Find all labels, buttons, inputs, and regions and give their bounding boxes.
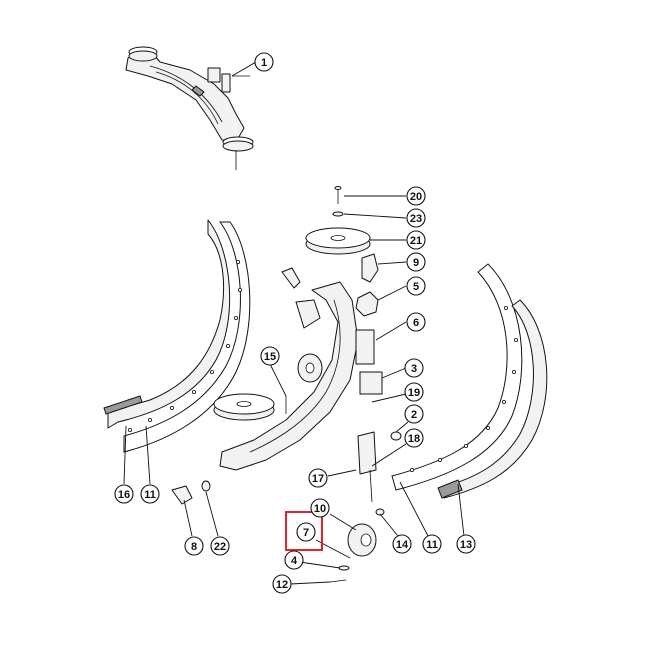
callout-label: 8 [191, 541, 197, 553]
sleeve-22 [201, 480, 211, 492]
screw-20 [334, 186, 342, 204]
left-squeegee-blade[interactable] [103, 219, 251, 453]
callout-10[interactable]: 10 [310, 498, 330, 518]
knob-8 [171, 485, 193, 505]
assembly-squeegee-frame[interactable] [125, 46, 254, 170]
highlight-box [285, 511, 323, 551]
callout-label: 6 [413, 317, 419, 329]
wheel-assembly [297, 353, 323, 383]
lever-part [281, 267, 301, 289]
nut-14 [375, 508, 385, 516]
callout-label: 4 [291, 555, 298, 567]
callout-17[interactable]: 17 [308, 468, 328, 488]
washer-4 [338, 565, 350, 571]
rubber-disc-left[interactable] [213, 393, 275, 421]
callout-21[interactable]: 21 [406, 230, 426, 250]
callout-label: 13 [460, 539, 472, 551]
nut-2 [390, 431, 402, 441]
bolt-12 [329, 579, 347, 583]
callout-label: 9 [413, 257, 419, 269]
callout-15[interactable]: 15 [260, 346, 280, 366]
callout-label: 19 [408, 387, 420, 399]
callout-4[interactable]: 4 [284, 550, 304, 570]
callout-20[interactable]: 20 [406, 186, 426, 206]
callout-13[interactable]: 13 [456, 534, 476, 554]
callout-label: 12 [276, 579, 288, 591]
knob-9 [361, 253, 379, 283]
callout-label: 16 [118, 489, 130, 501]
callout-9[interactable]: 9 [406, 252, 426, 272]
callout-label: 21 [410, 235, 422, 247]
washer-23 [332, 211, 344, 217]
wheel-10[interactable] [347, 523, 377, 557]
callout-label: 18 [408, 433, 420, 445]
callout-label: 11 [426, 539, 438, 551]
callout-8[interactable]: 8 [184, 536, 204, 556]
callout-label: 3 [411, 363, 417, 375]
callout-5[interactable]: 5 [406, 276, 426, 296]
callout-label: 5 [413, 281, 419, 293]
callout-1[interactable]: 1 [254, 52, 274, 72]
callout-label: 22 [214, 541, 226, 553]
callout-11-right[interactable]: 11 [422, 534, 442, 554]
bracket-3 [359, 371, 383, 395]
callout-12[interactable]: 12 [272, 574, 292, 594]
pin-18 [369, 469, 373, 503]
callout-label: 1 [261, 57, 267, 69]
callout-label: 15 [264, 351, 276, 363]
bracket-17 [357, 431, 377, 475]
rubber-disc-top[interactable] [305, 227, 371, 255]
callout-19[interactable]: 19 [404, 382, 424, 402]
leader-lines [123, 61, 465, 585]
callout-label: 11 [144, 489, 156, 501]
callout-18[interactable]: 18 [404, 428, 424, 448]
callout-label: 7 [303, 527, 309, 539]
callout-label: 17 [312, 473, 324, 485]
callout-label: 23 [410, 213, 422, 225]
callout-11-left[interactable]: 11 [140, 484, 160, 504]
callout-label: 2 [411, 409, 417, 421]
callout-7[interactable]: 7 [296, 522, 316, 542]
callout-label: 20 [410, 191, 422, 203]
callout-14[interactable]: 14 [392, 534, 412, 554]
callout-16[interactable]: 16 [114, 484, 134, 504]
star-knob-5 [355, 291, 379, 317]
callout-2[interactable]: 2 [404, 404, 424, 424]
callout-6[interactable]: 6 [406, 312, 426, 332]
callout-label: 10 [314, 503, 326, 515]
callout-3[interactable]: 3 [404, 358, 424, 378]
callout-22[interactable]: 22 [210, 536, 230, 556]
callout-label: 14 [396, 539, 409, 551]
right-squeegee-blade[interactable] [391, 263, 548, 499]
callout-23[interactable]: 23 [406, 208, 426, 228]
